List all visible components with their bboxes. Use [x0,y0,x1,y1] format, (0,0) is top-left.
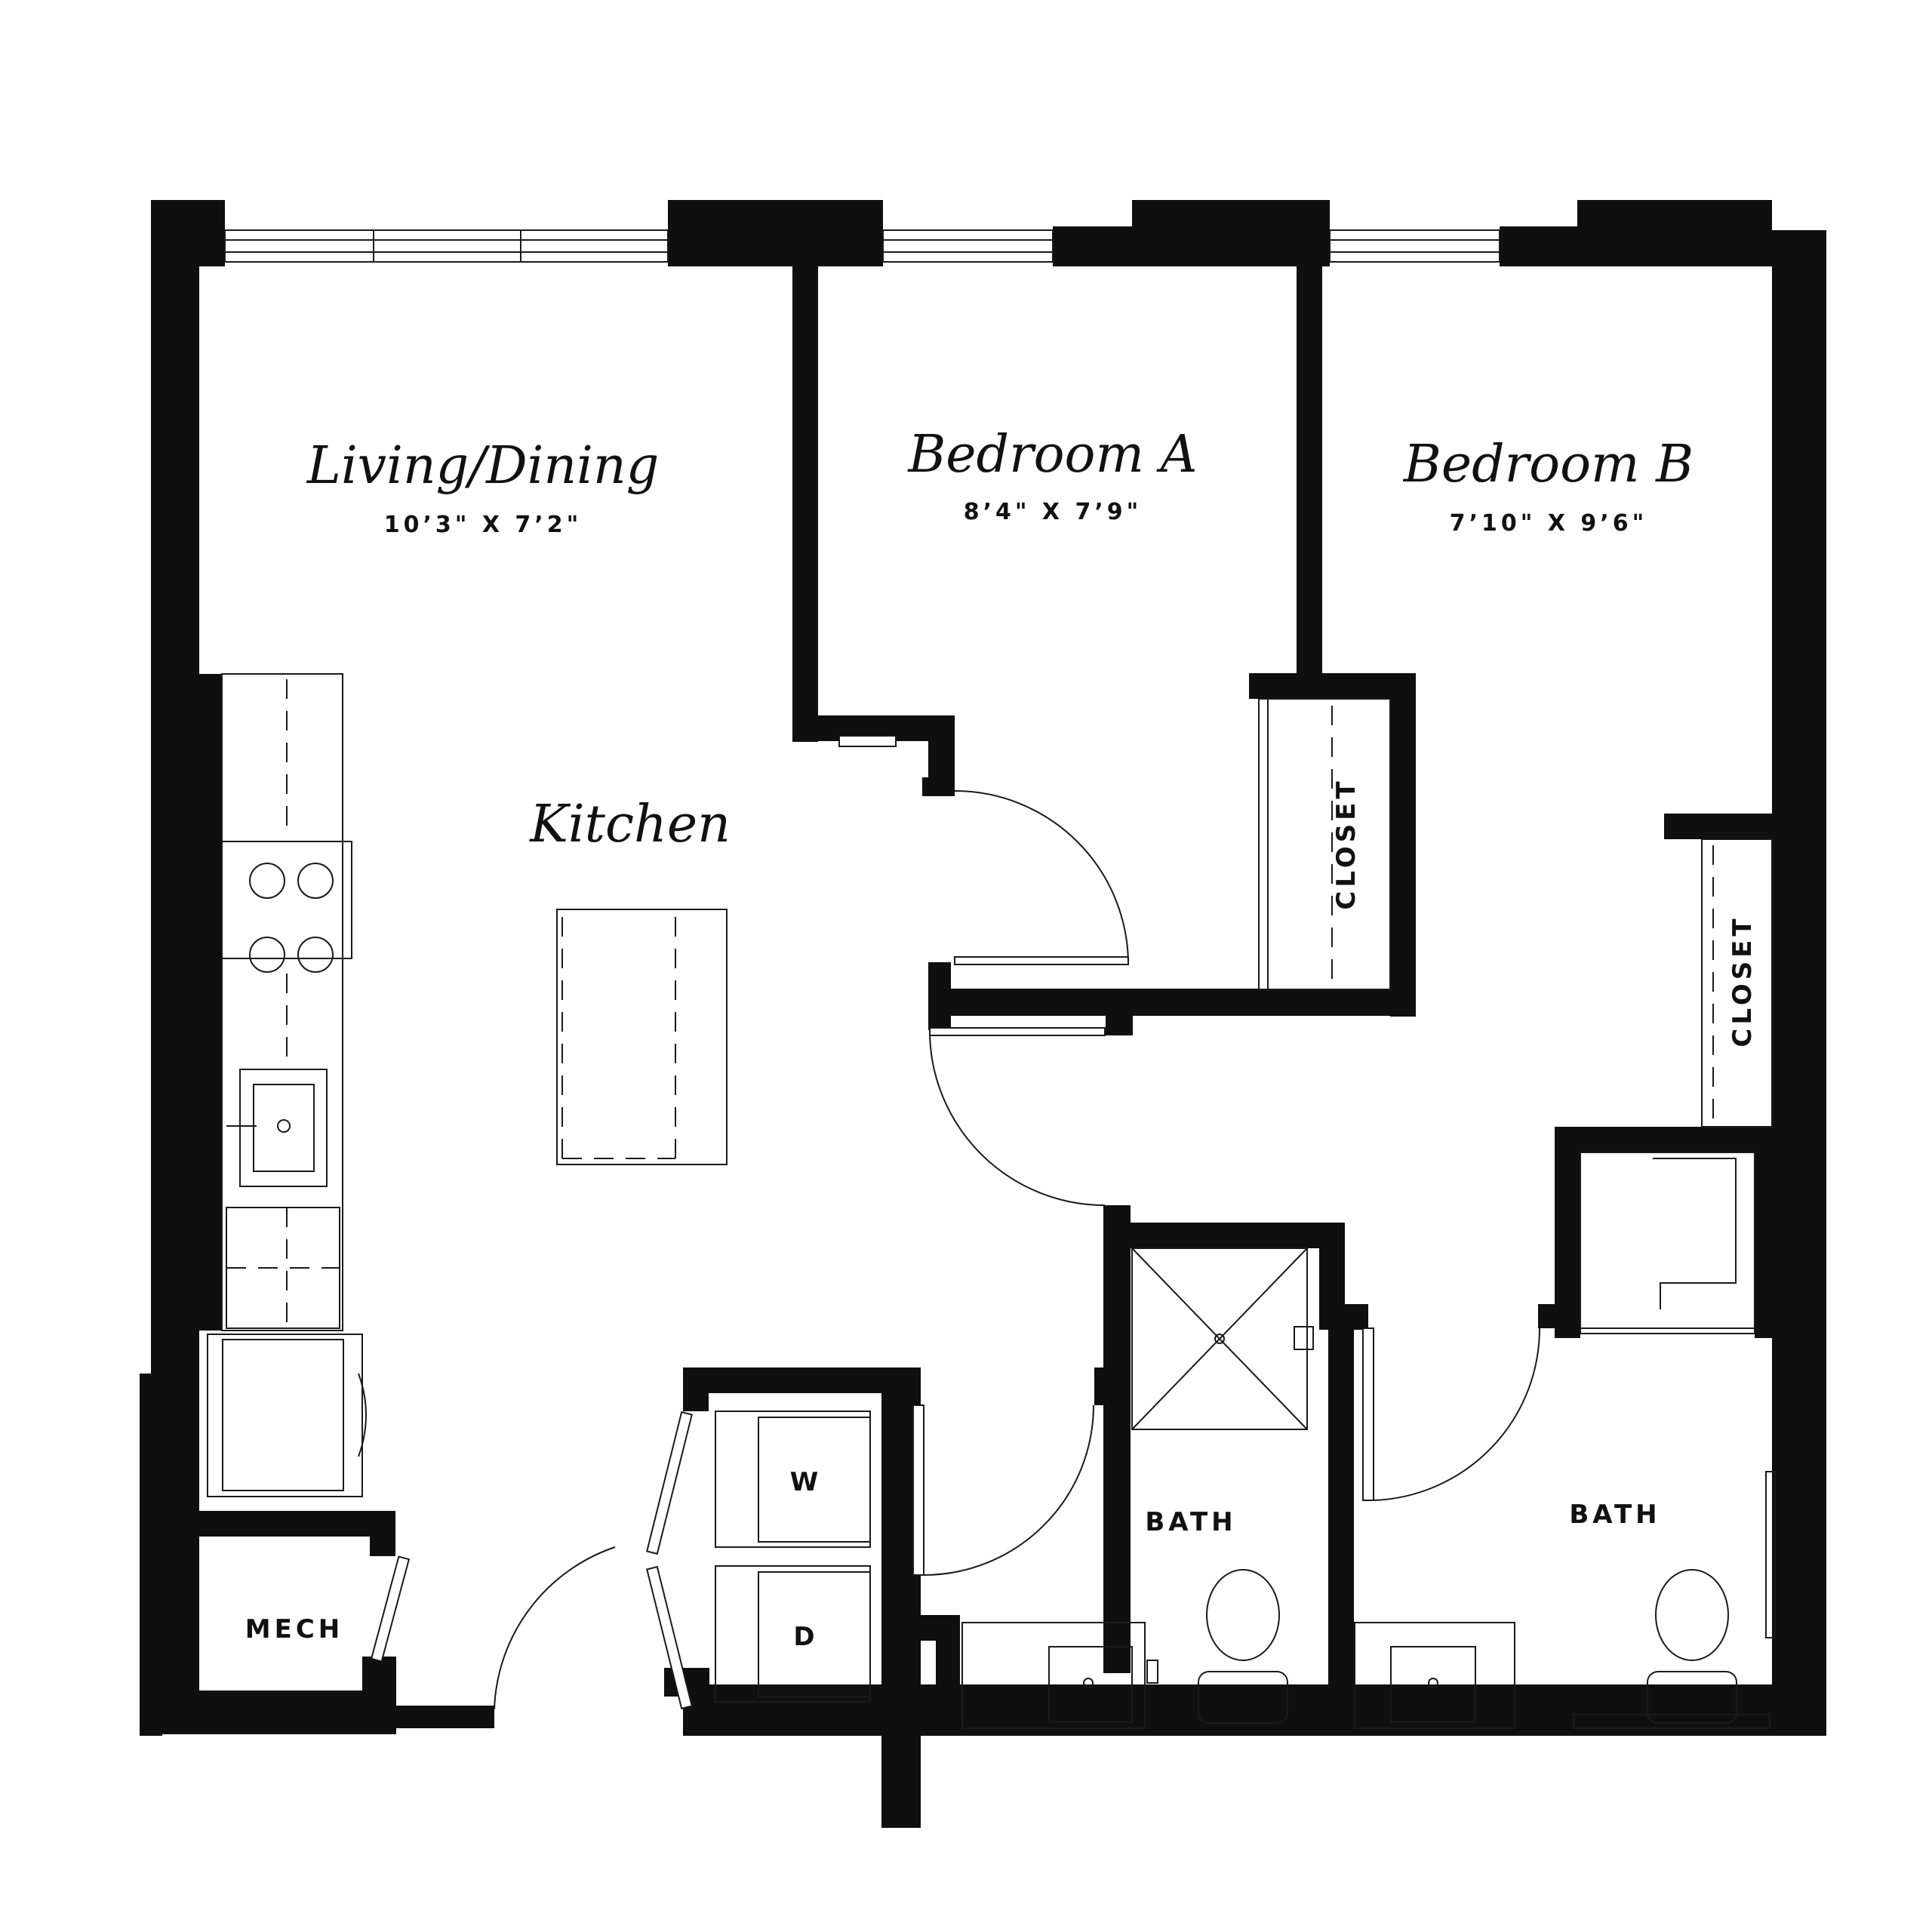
bedroom-b-title: Bedroom B [1402,435,1694,494]
kitchen-sink [239,1069,328,1187]
living-dining-dimensions: 10’3" X 7’2" [384,512,582,538]
kitchen-fixtures [207,673,728,1497]
bath-1-fixtures [961,1247,1314,1729]
bedroom-b-dimensions: 7’10" X 9’6" [1450,510,1647,537]
vanity-1 [961,1622,1146,1729]
bath-2-fixtures [1354,1152,1776,1729]
kitchen-title: Kitchen [528,795,731,854]
doors [370,735,1540,1710]
cooktop [221,841,352,959]
refrigerator [207,1334,363,1497]
washer-label: W [790,1467,823,1497]
toilet-2 [1655,1569,1729,1661]
exterior-walls [140,200,1826,1736]
kitchen-island [556,909,728,1165]
shower-2 [1580,1152,1755,1334]
closet-fixtures [1258,698,1773,1128]
bedroom-a-dimensions: 8’4" X 7’9" [964,499,1143,525]
closet-a-label: CLOSET [1331,777,1361,909]
closet-b-label: CLOSET [1727,915,1758,1047]
interior-walls [199,266,1774,1828]
room-labels: Living/Dining 10’3" X 7’2" Bedroom A 8’4… [245,425,1758,1652]
windows [224,229,1500,263]
mech-label: MECH [245,1614,343,1644]
bath-2-label: BATH [1569,1500,1660,1530]
dryer-label: D [793,1622,818,1652]
living-dining-title: Living/Dining [306,436,659,496]
toilet-1 [1206,1569,1280,1661]
laundry [715,1411,871,1703]
vanity-2 [1354,1622,1515,1729]
bedroom-a-title: Bedroom A [906,425,1197,485]
bath-1-label: BATH [1145,1507,1236,1537]
shower-1 [1131,1247,1308,1430]
